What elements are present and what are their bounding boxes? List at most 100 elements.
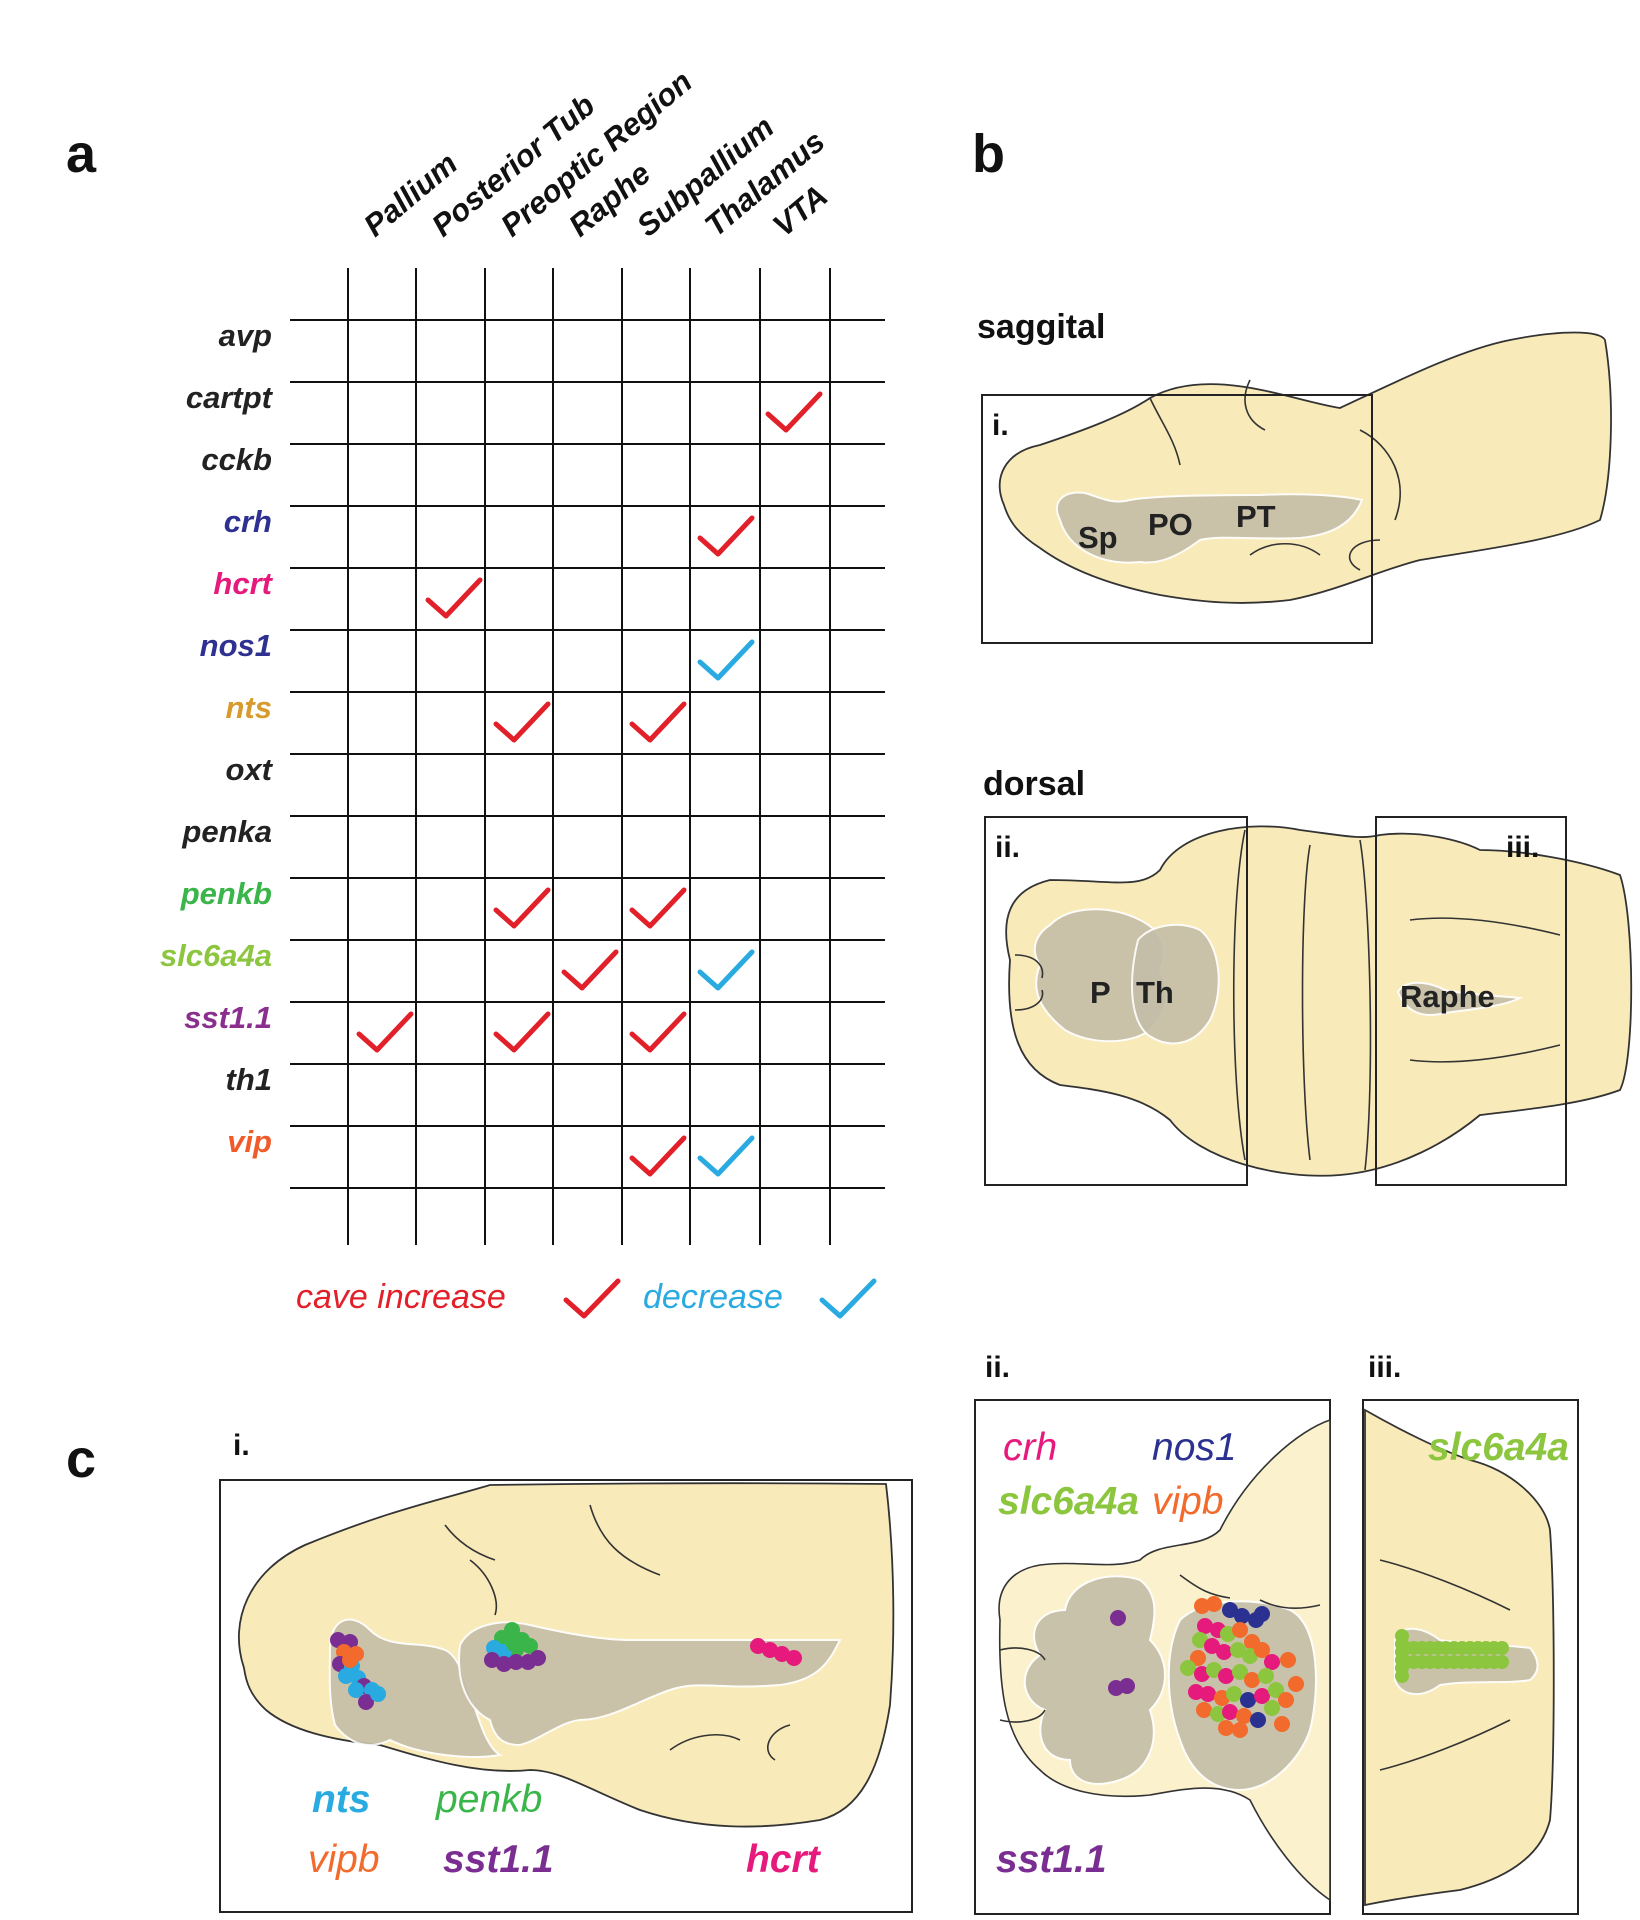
box-ii-label: ii. bbox=[995, 831, 1020, 864]
check-icon-increase bbox=[493, 1011, 551, 1053]
gene-label: hcrt bbox=[213, 566, 273, 601]
gene-label: sst1.1 bbox=[184, 1000, 272, 1035]
panel-label-b: b bbox=[972, 124, 1005, 184]
legend-decrease-check-icon bbox=[819, 1278, 877, 1319]
expression-dot bbox=[342, 1652, 358, 1668]
gene-label: penka bbox=[181, 814, 272, 849]
box-i-saggital bbox=[981, 394, 1373, 644]
panel-label-c: c bbox=[66, 1429, 96, 1489]
expression-dot bbox=[1495, 1655, 1509, 1669]
c-i-label: i. bbox=[233, 1429, 250, 1462]
expression-dot bbox=[1200, 1686, 1216, 1702]
gene-label: nos1 bbox=[200, 628, 272, 663]
check-icon-increase bbox=[356, 1011, 414, 1053]
expression-dot bbox=[1274, 1716, 1290, 1732]
gene-label: slc6a4a bbox=[160, 938, 272, 973]
check-icon-increase bbox=[765, 391, 823, 433]
expression-dot bbox=[1204, 1638, 1220, 1654]
c-ii-vipb-label: vipb bbox=[1152, 1480, 1224, 1523]
c-ii-label: ii. bbox=[985, 1351, 1010, 1384]
expression-dot bbox=[1236, 1708, 1252, 1724]
expression-dot bbox=[1222, 1704, 1238, 1720]
expression-dot bbox=[508, 1654, 524, 1670]
legend-decrease-label: decrease bbox=[643, 1278, 783, 1316]
expression-dot bbox=[1280, 1652, 1296, 1668]
expression-dot bbox=[1232, 1622, 1248, 1638]
gene-label: th1 bbox=[226, 1062, 273, 1097]
expression-dot bbox=[504, 1622, 520, 1638]
raphe-label: Raphe bbox=[1400, 979, 1495, 1014]
expression-dot bbox=[1242, 1648, 1258, 1664]
gene-labels: avpcartptcckbcrhhcrtnos1ntsoxtpenkapenkb… bbox=[160, 318, 274, 1159]
c-ii-sst-label: sst1.1 bbox=[996, 1838, 1107, 1881]
expression-dot bbox=[1258, 1668, 1274, 1684]
c-iii-frame bbox=[1362, 1399, 1579, 1915]
pt-label: PT bbox=[1236, 499, 1276, 534]
expression-dot bbox=[530, 1650, 546, 1666]
expression-dot bbox=[1188, 1684, 1204, 1700]
expression-dot bbox=[1230, 1642, 1246, 1658]
c-iii-slc6a4a-label: slc6a4a bbox=[1428, 1426, 1569, 1469]
saggital-brain bbox=[998, 331, 1612, 604]
expression-dot bbox=[1110, 1610, 1126, 1626]
check-icon-increase bbox=[629, 887, 687, 929]
check-icon-increase bbox=[425, 577, 483, 619]
legend: cave increase decrease bbox=[296, 1278, 877, 1319]
expression-dot bbox=[1226, 1686, 1242, 1702]
sp-label: Sp bbox=[1078, 520, 1118, 555]
expression-dot bbox=[1206, 1662, 1222, 1678]
gene-label: vip bbox=[227, 1124, 272, 1159]
expression-dot bbox=[1192, 1632, 1208, 1648]
gene-label: nts bbox=[226, 690, 273, 725]
po-label: PO bbox=[1148, 507, 1193, 542]
expression-dot bbox=[370, 1686, 386, 1702]
c-iii-label: iii. bbox=[1368, 1351, 1401, 1384]
gene-label: cartpt bbox=[186, 380, 274, 415]
expression-dot bbox=[1119, 1678, 1135, 1694]
expression-dot bbox=[496, 1656, 512, 1672]
expression-dot bbox=[786, 1650, 802, 1666]
c-ii-nos1-label: nos1 bbox=[1152, 1426, 1237, 1469]
expression-dot bbox=[1288, 1676, 1304, 1692]
box-iii-dorsal bbox=[1375, 816, 1567, 1186]
c-ii-slc6a4a-label: slc6a4a bbox=[998, 1480, 1139, 1523]
gene-label: crh bbox=[224, 504, 272, 539]
expression-dot bbox=[1210, 1706, 1226, 1722]
expression-dot bbox=[1232, 1722, 1248, 1738]
dorsal-brain bbox=[1005, 825, 1633, 1177]
expression-dot bbox=[1232, 1664, 1248, 1680]
expression-dot bbox=[1254, 1688, 1270, 1704]
expression-dot bbox=[1264, 1700, 1280, 1716]
c-ii-crh-label: crh bbox=[1003, 1426, 1057, 1469]
expression-dot bbox=[1254, 1606, 1270, 1622]
expression-dot bbox=[1278, 1692, 1294, 1708]
p-label: P bbox=[1090, 975, 1111, 1010]
expression-dot bbox=[1218, 1668, 1234, 1684]
legend-increase-label: cave increase bbox=[296, 1278, 506, 1316]
c-i-expression-dots bbox=[330, 1622, 802, 1710]
check-icon-increase bbox=[629, 1135, 687, 1177]
th-label: Th bbox=[1136, 975, 1174, 1010]
gene-label: penkb bbox=[180, 876, 272, 911]
expression-dot bbox=[348, 1682, 364, 1698]
expression-dot bbox=[1190, 1650, 1206, 1666]
check-icon-increase bbox=[629, 701, 687, 743]
saggital-label: saggital bbox=[977, 308, 1105, 346]
expression-dot bbox=[1216, 1644, 1232, 1660]
box-ii-dorsal bbox=[984, 816, 1248, 1186]
check-icon-increase bbox=[493, 701, 551, 743]
expression-dot bbox=[1180, 1660, 1196, 1676]
check-icon-increase bbox=[561, 949, 619, 991]
gene-label: avp bbox=[219, 318, 272, 353]
expression-dot bbox=[1222, 1602, 1238, 1618]
c-ii-expression-dots bbox=[1108, 1596, 1304, 1738]
expression-dot bbox=[1234, 1608, 1250, 1624]
gene-label: oxt bbox=[226, 752, 274, 787]
c-iii-expression-dots bbox=[1395, 1629, 1509, 1683]
expression-dot bbox=[1240, 1692, 1256, 1708]
expression-dot bbox=[1196, 1702, 1212, 1718]
check-marks bbox=[356, 391, 823, 1177]
expression-dot bbox=[506, 1636, 522, 1652]
c-i-brain bbox=[238, 1482, 895, 1828]
